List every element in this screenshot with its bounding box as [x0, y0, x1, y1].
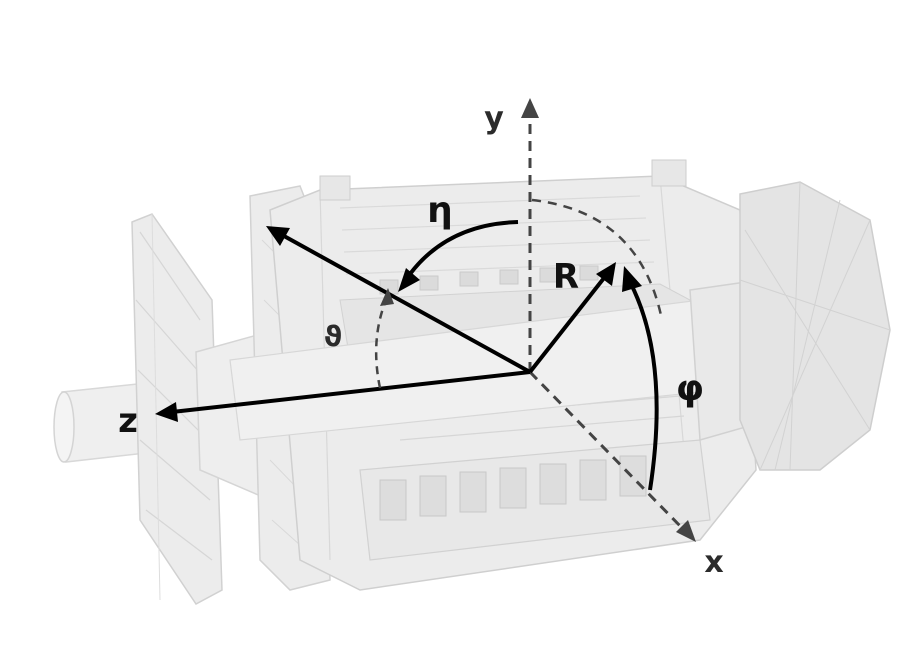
phi-label: φ [676, 368, 704, 409]
r-vector-line [528, 276, 606, 374]
momentum-vector-line [283, 234, 531, 374]
y-axis-arrowhead [521, 98, 539, 118]
r-vector-arrowhead [596, 262, 616, 286]
theta-arc [374, 299, 388, 389]
coordinate-axes [155, 98, 696, 542]
phi-arc [628, 281, 659, 491]
x-axis-line [528, 370, 686, 532]
eta-arc [408, 220, 519, 276]
y-axis-label: y [484, 101, 504, 136]
diagram-labels: y x z η ϑ R φ [118, 101, 724, 580]
eta-arc-arrowhead [398, 268, 420, 292]
z-axis-line [171, 370, 531, 414]
phi-reference-arc [531, 198, 664, 321]
z-axis-arrowhead [155, 402, 178, 422]
detector-illustration [53, 159, 891, 605]
phi-arc-arrowhead [622, 266, 642, 292]
eta-label: η [427, 190, 453, 231]
theta-label: ϑ [324, 320, 343, 353]
z-axis-label: z [118, 401, 138, 441]
x-axis-arrowhead [676, 520, 696, 542]
right-endcap [689, 181, 891, 471]
momentum-vector-arrowhead [266, 226, 290, 246]
x-axis-label: x [704, 545, 723, 580]
theta-arc-arrowhead [380, 288, 394, 306]
radius-label: R [553, 257, 579, 297]
